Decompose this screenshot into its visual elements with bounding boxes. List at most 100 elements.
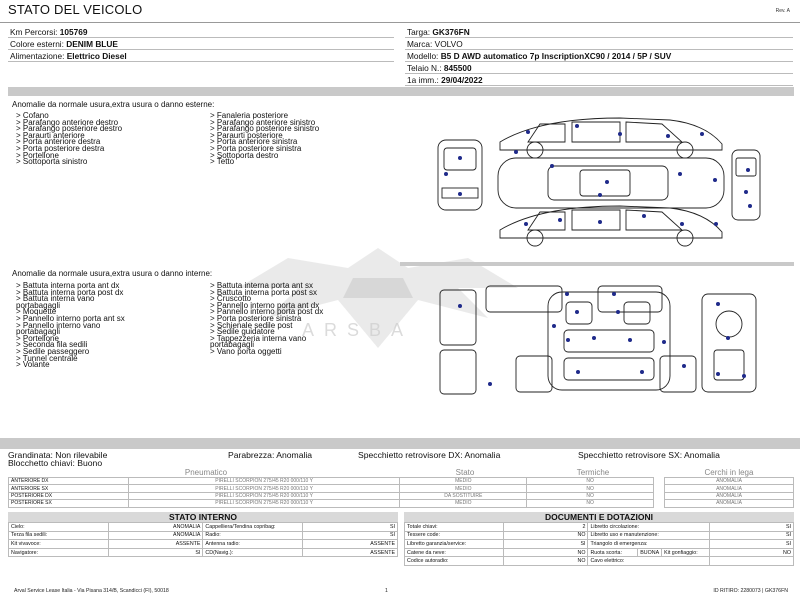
cell-label: Cielo:: [8, 522, 109, 532]
damage-marker: [682, 364, 686, 368]
damage-marker: [640, 370, 644, 374]
vehicle-info-left: Km Percorsi: 105769 Colore esterni: DENI…: [10, 26, 127, 62]
damage-marker: [565, 292, 569, 296]
damage-item: > Seconda fila sedili: [16, 340, 88, 350]
alloy-state: ANOMALIA: [664, 476, 794, 486]
damage-item: > Parafango posteriore destro: [16, 124, 123, 134]
status-blocchetto: Blocchetto chiavi: Buono: [8, 458, 103, 468]
tyre-model: PIRELLI SCORPION 275/45 R20 000/110 Y: [127, 476, 401, 486]
table-row: Kit vivavoce: ASSENTE Antenna radio: ASS…: [8, 539, 398, 549]
damage-marker: [666, 134, 670, 138]
damage-marker: [662, 340, 666, 344]
documenti-title: DOCUMENTI E DOTAZIONI: [404, 512, 794, 522]
tyre-model: PIRELLI SCORPION 275/45 R20 000/110 Y: [127, 491, 401, 501]
info-modello: Modello: B5 D AWD automatico 7p Inscript…: [407, 51, 672, 61]
cell-value: SI: [107, 547, 204, 558]
cell-label: Kit gonfiaggio:: [661, 547, 710, 558]
damage-item: > Sottoporta destro: [210, 150, 279, 160]
damage-item: > Pannello interno vano: [16, 320, 101, 330]
cell-label: Tessere code:: [403, 530, 505, 541]
damage-item: > Porta anteriore sinistra: [210, 137, 298, 147]
cell-value: SI: [503, 539, 589, 549]
table-row: ANOMALIA: [664, 491, 794, 501]
info-line: [8, 37, 394, 38]
damage-marker: [714, 222, 718, 226]
damage-marker: [642, 214, 646, 218]
footer-page-number: 1: [385, 588, 388, 594]
damage-item: > Paraurti anteriore: [16, 130, 85, 140]
info-line: [405, 73, 793, 74]
table-row: Terza fila sedili: ANOMALIA Radio: SI: [8, 530, 398, 541]
header-divider: [0, 22, 800, 23]
table-row: Catene da neve: NO Ruota scorta: BUONA K…: [403, 547, 795, 558]
damage-marker: [458, 304, 462, 308]
tyre-model: PIRELLI SCORPION 275/45 R20 000/110 Y: [127, 484, 401, 493]
damage-marker: [566, 338, 570, 342]
damage-item: > Paraurti posteriore: [210, 130, 283, 140]
cell-value: NO: [503, 556, 589, 566]
damage-item: > Sedile guidatore: [210, 327, 275, 337]
cell-label: Terza fila sedili:: [8, 530, 109, 541]
info-line: [405, 37, 793, 38]
table-row: ANOMALIA: [664, 484, 794, 493]
status-grandinata: Grandinata: Non rilevabile: [8, 450, 108, 460]
damage-marker: [716, 302, 720, 306]
cell-value: SI: [708, 539, 795, 549]
damage-marker: [618, 132, 622, 136]
vehicle-info-right: Targa: GK376FN Marca: VOLVO Modello: B5 …: [407, 26, 671, 86]
cell-label: Cappelliera/Tendina copribag:: [202, 522, 304, 532]
stato-interno-title: STATO INTERNO: [8, 512, 398, 522]
alloy-state: ANOMALIA: [664, 491, 794, 501]
table-row: POSTERIORE SX PIRELLI SCORPION 275/45 R2…: [8, 499, 654, 508]
damage-item: > Volante: [16, 360, 50, 370]
internal-damage-list-2: > Battuta interna porta ant sx > Battuta…: [210, 282, 323, 356]
tyre-position: POSTERIORE SX: [8, 499, 129, 508]
external-damage-list-1: > Cofano > Parafango anteriore destro > …: [16, 111, 123, 167]
cell-value: [708, 556, 795, 566]
watermark-logo: [238, 248, 518, 348]
tyres-header-stato: Stato: [455, 468, 475, 477]
damage-marker: [726, 336, 730, 340]
tyre-position: ANTERIORE SX: [8, 484, 129, 493]
status-specchietto-dx: Specchietto retrovisore DX: Anomalia: [358, 450, 501, 460]
info-line: [405, 61, 793, 62]
damage-item: > Battuta interna vano: [16, 294, 95, 304]
table-row: Codice autoradio: NO Cavo elettrico:: [403, 556, 795, 566]
watermark-text: ARSBA: [302, 320, 414, 340]
damage-marker: [550, 164, 554, 168]
damage-item: > Sottoporta sinistro: [16, 157, 88, 167]
revision-label: Rev. A: [775, 8, 790, 14]
damage-marker: [713, 178, 717, 182]
table-row: Totale chiavi: 2 Libretto circolazione: …: [403, 522, 795, 532]
damage-item: > Vano porta oggetti: [210, 346, 282, 356]
damage-marker: [598, 193, 602, 197]
damage-item: > Cofano: [16, 111, 49, 120]
table-row: Navigatore: SI CD(Navig.): ASSENTE: [8, 547, 398, 558]
damage-item: > Pannello interno porta ant dx: [210, 300, 320, 310]
damage-item: > Parafango anteriore sinistro: [210, 117, 316, 127]
info-marca: Marca: VOLVO: [407, 39, 463, 49]
cell-label: Navigatore:: [8, 547, 109, 558]
cell-label: Catene da neve:: [403, 547, 505, 558]
damage-item: > Parafango posteriore sinistro: [210, 124, 320, 134]
tyres-table: ANTERIORE DX PIRELLI SCORPION 275/45 R20…: [8, 476, 654, 508]
internal-damage-list-1: > Battuta interna porta ant dx > Battuta…: [16, 282, 125, 370]
cell-value: ASSENTE: [302, 547, 398, 558]
external-damage-list-2: > Fanaleria posteriore > Parafango anter…: [210, 112, 320, 166]
tyre-position: POSTERIORE DX: [8, 491, 129, 501]
tyre-state: MEDIO: [399, 499, 528, 508]
status-parabrezza: Parabrezza: Anomalia: [228, 450, 313, 460]
damage-marker: [576, 370, 580, 374]
cell-value: 2: [503, 522, 589, 532]
damage-marker: [444, 172, 448, 176]
stato-interno-table: Cielo: ANOMALIA Cappelliera/Tendina copr…: [8, 522, 398, 558]
cell-label: Codice autoradio:: [403, 556, 505, 566]
cell-label: Cavo elettrico:: [587, 556, 710, 566]
cell-label: Radio:: [202, 530, 304, 541]
damage-marker: [678, 172, 682, 176]
page-title: STATO DEL VEICOLO: [8, 2, 143, 17]
interior-car-diagram: [430, 280, 766, 400]
info-line: [405, 85, 793, 86]
exterior-car-drawing: [437, 117, 761, 247]
section-bar: [8, 87, 794, 96]
